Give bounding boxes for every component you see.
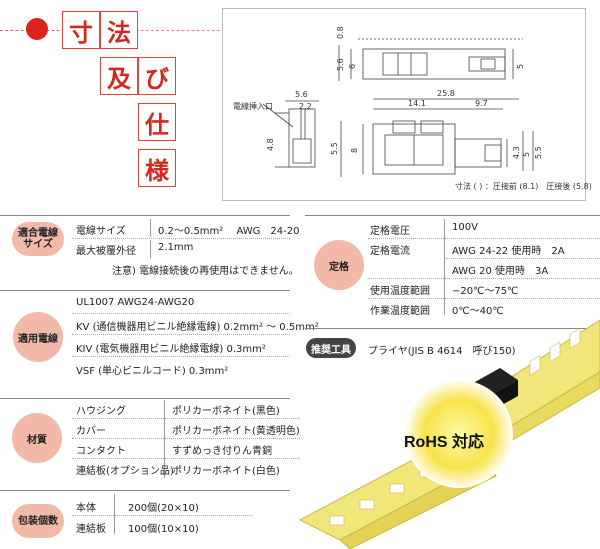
dim-4-8: 4.8 [266,138,275,151]
wire-row-2-key: 最大被覆外径 [76,246,136,257]
rating-label: 定格 [314,240,364,290]
wire-row-1-key: 電線サイズ [76,226,126,237]
dim-6: 6 [348,64,357,69]
wire-sep-1 [150,219,151,237]
dim-5-5-b: 5.5 [534,146,543,159]
wire-row-2-value: 2.1mm [158,242,194,253]
title-char-6: 様 [138,149,176,187]
rating-section-top [305,215,600,216]
tool-label: 推奨工具 [306,338,356,358]
dimension-drawing: 0.8 5.6 6 5 5.6 2.2 電線挿入口 4.8 25.8 14.1 … [222,8,592,201]
title-char-1: 寸 [62,11,100,49]
tool-value: プライヤ(JIS B 4614 呼び150) [368,346,516,357]
material-sep [164,400,165,478]
rating-row-2-value: AWG 24-22 使用時 2A [452,246,565,257]
rating-row-4-key: 使用温度範囲 [370,286,430,297]
wires-row-3: KIV (電気機器用ビニル絶縁電線) 0.3mm² [76,344,266,355]
dim-4-3: 4.3 [512,146,521,159]
rohs-badge: RoHS 対応 [404,434,485,451]
applicable-wires-label: 適用電線 [13,312,63,362]
wires-row-2: KV (通信機器用ビニル絶縁電線) 0.2mm² 〜 0.5mm² [76,322,319,333]
title-char-3: 及 [100,57,138,95]
packing-row-1-key: 本体 [76,503,96,514]
wires-row-1: UL1007 AWG24-AWG20 [76,297,195,308]
packing-sep [114,494,115,534]
wires-row-line-2 [72,334,290,335]
material-row-1-value: ポリカーボネイト(黒色) [172,406,280,417]
dim-5-b: 5 [522,152,531,157]
packing-section-top [0,490,290,491]
packing-row-line-1 [72,515,252,516]
material-row-2-key: カバー [76,426,106,437]
rating-row-2-key: 定格電流 [370,246,410,257]
dim-0-8: 0.8 [336,26,345,39]
material-row-1-key: ハウジング [76,406,126,417]
rating-row-3-value: AWG 20 使用時 3A [452,266,549,277]
material-row-line-3 [72,458,300,459]
rating-row-4-value: −20℃〜75℃ [452,286,519,297]
wires-row-4: VSF (単心ビニルコード) 0.3mm² [76,366,229,377]
dim-25-8: 25.8 [437,89,455,98]
rating-row-line-3 [368,278,600,279]
packing-row-1-value: 200個(20×10) [128,503,199,514]
material-row-line-2 [72,438,300,439]
wires-row-line-3 [72,356,290,357]
rating-row-line-4 [368,298,600,299]
wire-row-1-value: 0.2〜0.5mm² AWG 24-20 [158,226,300,237]
wire-section-top [0,215,290,216]
header-dash-line-2 [100,30,220,31]
dim-5-right: 5 [516,64,525,69]
material-row-4-key: 連結板(オプション品) [76,466,174,477]
dim-2-2: 2.2 [299,102,312,111]
tool-section-top [305,328,600,329]
insert-label: 電線挿入口 [233,101,273,111]
wire-sep-2 [150,240,151,258]
material-row-3-value: すずめっき付りん青銅 [172,446,272,457]
rating-row-5-value: 0℃〜40℃ [452,306,504,317]
rating-row-line-1 [368,238,600,239]
wire-size-label: 適合電線 サイズ [12,222,64,256]
title-char-4: び [138,57,176,95]
material-row-4-value: ポリカーボネイト(白色) [172,466,280,477]
header-red-dot [26,18,48,40]
material-row-line-1 [72,418,300,419]
title-char-5: 仕 [138,103,176,141]
dim-5-6: 5.6 [336,58,345,71]
packing-row-2-value: 100個(10×10) [128,524,199,535]
dim-14-1: 14.1 [408,99,426,108]
packing-row-2-key: 連結板 [76,524,106,535]
wire-note: 注意) 電線接続後の再使用はできません。 [112,266,299,277]
packing-label: 包装個数 [12,504,64,538]
material-section-top [0,398,290,399]
material-row-3-key: コンタクト [76,446,126,457]
rohs-glow [405,380,513,488]
dim-5-5: 5.5 [330,142,339,155]
rating-row-5-key: 作業温度範囲 [370,306,430,317]
material-row-2-value: ポリカーボネイト(黄透明色) [172,426,300,437]
dim-9-7: 9.7 [475,99,488,108]
dim-8: 8 [350,148,359,153]
wire-row-line-1 [72,238,290,239]
dim-5-6-b: 5.6 [295,90,308,99]
wires-section-top [0,290,290,291]
rating-row-line-2 [446,258,600,259]
rating-row-1-key: 定格電圧 [370,226,410,237]
rating-row-1-value: 100V [452,222,478,233]
rating-sep [444,219,445,315]
title-char-2: 法 [100,11,138,49]
dimension-drawing-svg: 0.8 5.6 6 5 5.6 2.2 電線挿入口 4.8 25.8 14.1 … [233,26,592,191]
dim-note: 寸法 ( ) ：圧接前 (8.1) 圧接後 (5.8) [455,181,592,191]
wires-row-line-1 [72,313,290,314]
material-label: 材質 [12,413,62,463]
